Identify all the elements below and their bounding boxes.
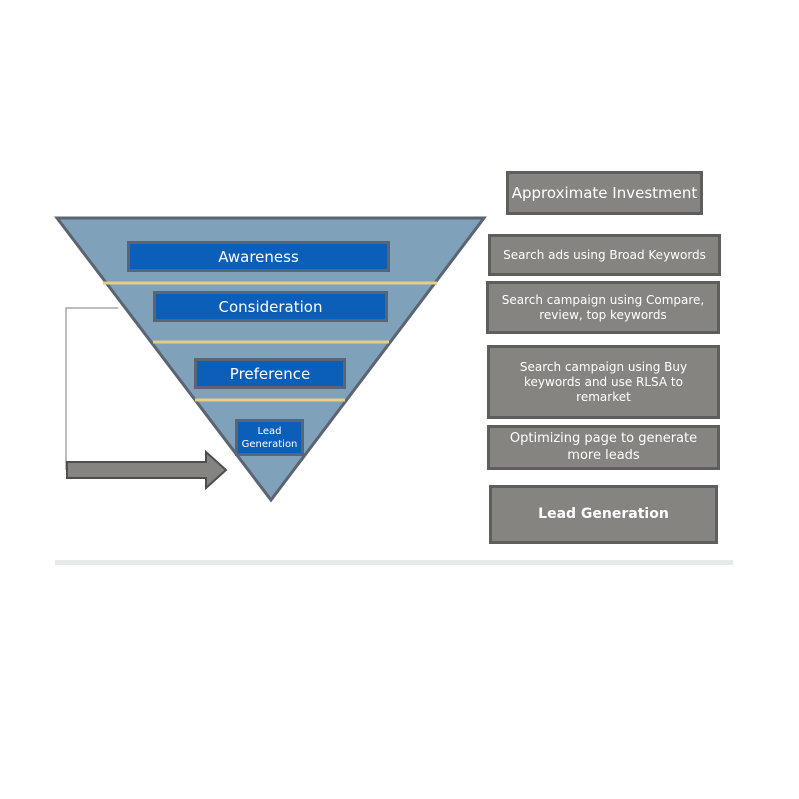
stage-lead-generation-label: Lead Generation xyxy=(241,425,298,450)
investment-item-3: Search campaign using Buy keywords and u… xyxy=(487,345,720,419)
investment-item-1: Search ads using Broad Keywords xyxy=(488,234,721,276)
stage-preference-label: Preference xyxy=(229,364,311,383)
investment-item-2-text: Search campaign using Compare, review, t… xyxy=(501,292,705,322)
stage-awareness: Awareness xyxy=(127,241,390,272)
investment-footer-label: Lead Generation xyxy=(538,505,669,522)
bottom-divider xyxy=(55,560,733,565)
stage-lead-generation: Lead Generation xyxy=(235,419,304,456)
loop-connector-line xyxy=(65,307,118,470)
stage-consideration-label: Consideration xyxy=(218,297,323,316)
investment-header: Approximate Investment xyxy=(506,171,703,215)
investment-item-2: Search campaign using Compare, review, t… xyxy=(486,281,720,334)
investment-item-3-text: Search campaign using Buy keywords and u… xyxy=(519,359,688,404)
investment-item-4: Optimizing page to generate more leads xyxy=(487,425,720,470)
stage-consideration: Consideration xyxy=(153,291,388,322)
investment-item-1-text: Search ads using Broad Keywords xyxy=(503,247,706,262)
investment-header-label: Approximate Investment xyxy=(511,183,698,202)
stage-awareness-label: Awareness xyxy=(218,247,299,266)
investment-item-4-text: Optimizing page to generate more leads xyxy=(509,431,698,463)
investment-footer: Lead Generation xyxy=(489,485,718,544)
right-arrow xyxy=(66,449,228,491)
stage-preference: Preference xyxy=(194,358,346,389)
